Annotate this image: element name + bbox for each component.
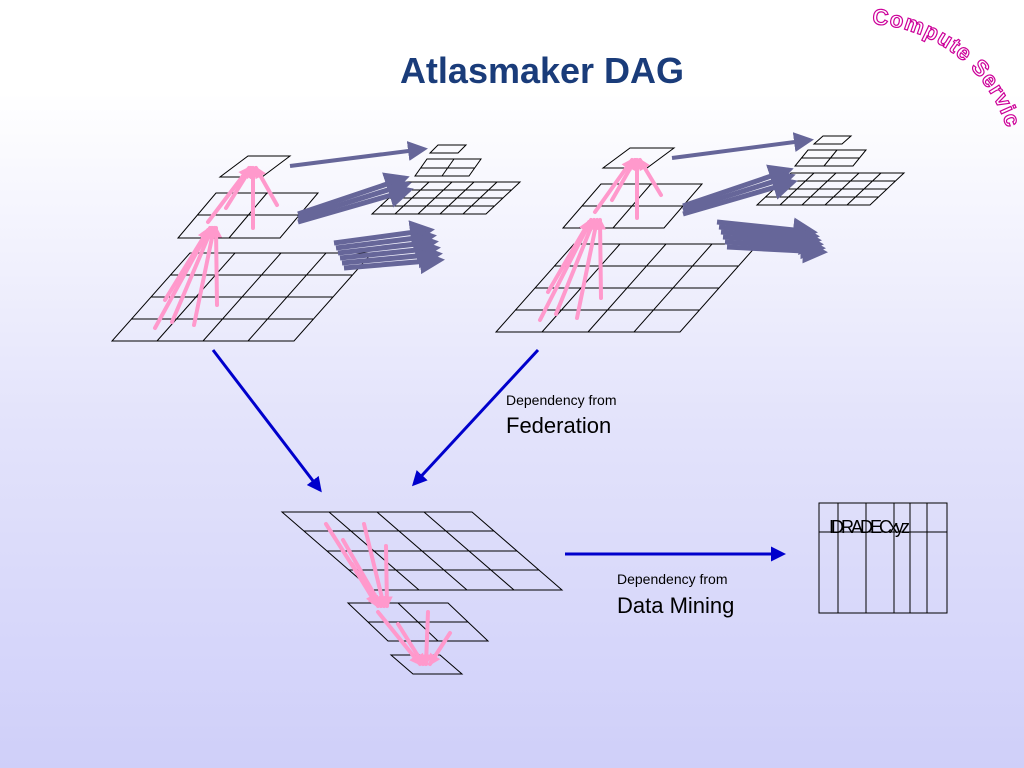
bottom-middle-grid — [346, 602, 490, 642]
right-out-medium-grid — [793, 149, 868, 167]
bottom-base-grid — [280, 511, 564, 591]
federation-caption-large: Federation — [506, 413, 612, 438]
slide-title: Atlasmaker DAG — [399, 50, 685, 91]
left-tile-arrows — [289, 141, 445, 275]
federation-dependency-arrows — [211, 348, 540, 493]
output-table — [818, 502, 948, 614]
left-base-grid — [110, 252, 374, 342]
left-pyramid-arrows — [153, 165, 279, 330]
right-middle-grid — [561, 183, 704, 229]
left-pyramid — [110, 144, 522, 342]
datamining-caption-large: Data Mining — [617, 593, 735, 618]
bottom-pyramid-arrows — [324, 522, 452, 667]
left-middle-grid — [176, 192, 320, 239]
right-tile-arrows — [671, 132, 828, 264]
bottom-pyramid — [280, 511, 564, 675]
right-pyramid-arrows — [538, 157, 663, 322]
datamining-caption-small: Dependency from — [617, 571, 728, 587]
left-out-medium-grid — [414, 158, 482, 177]
right-base-grid — [494, 243, 760, 333]
right-out-small-tile — [812, 135, 853, 145]
federation-caption-small: Dependency from — [506, 392, 617, 408]
output-table-header: IDRADECxyz — [829, 517, 910, 537]
right-pyramid — [494, 135, 906, 333]
left-out-small-tile — [428, 144, 468, 154]
